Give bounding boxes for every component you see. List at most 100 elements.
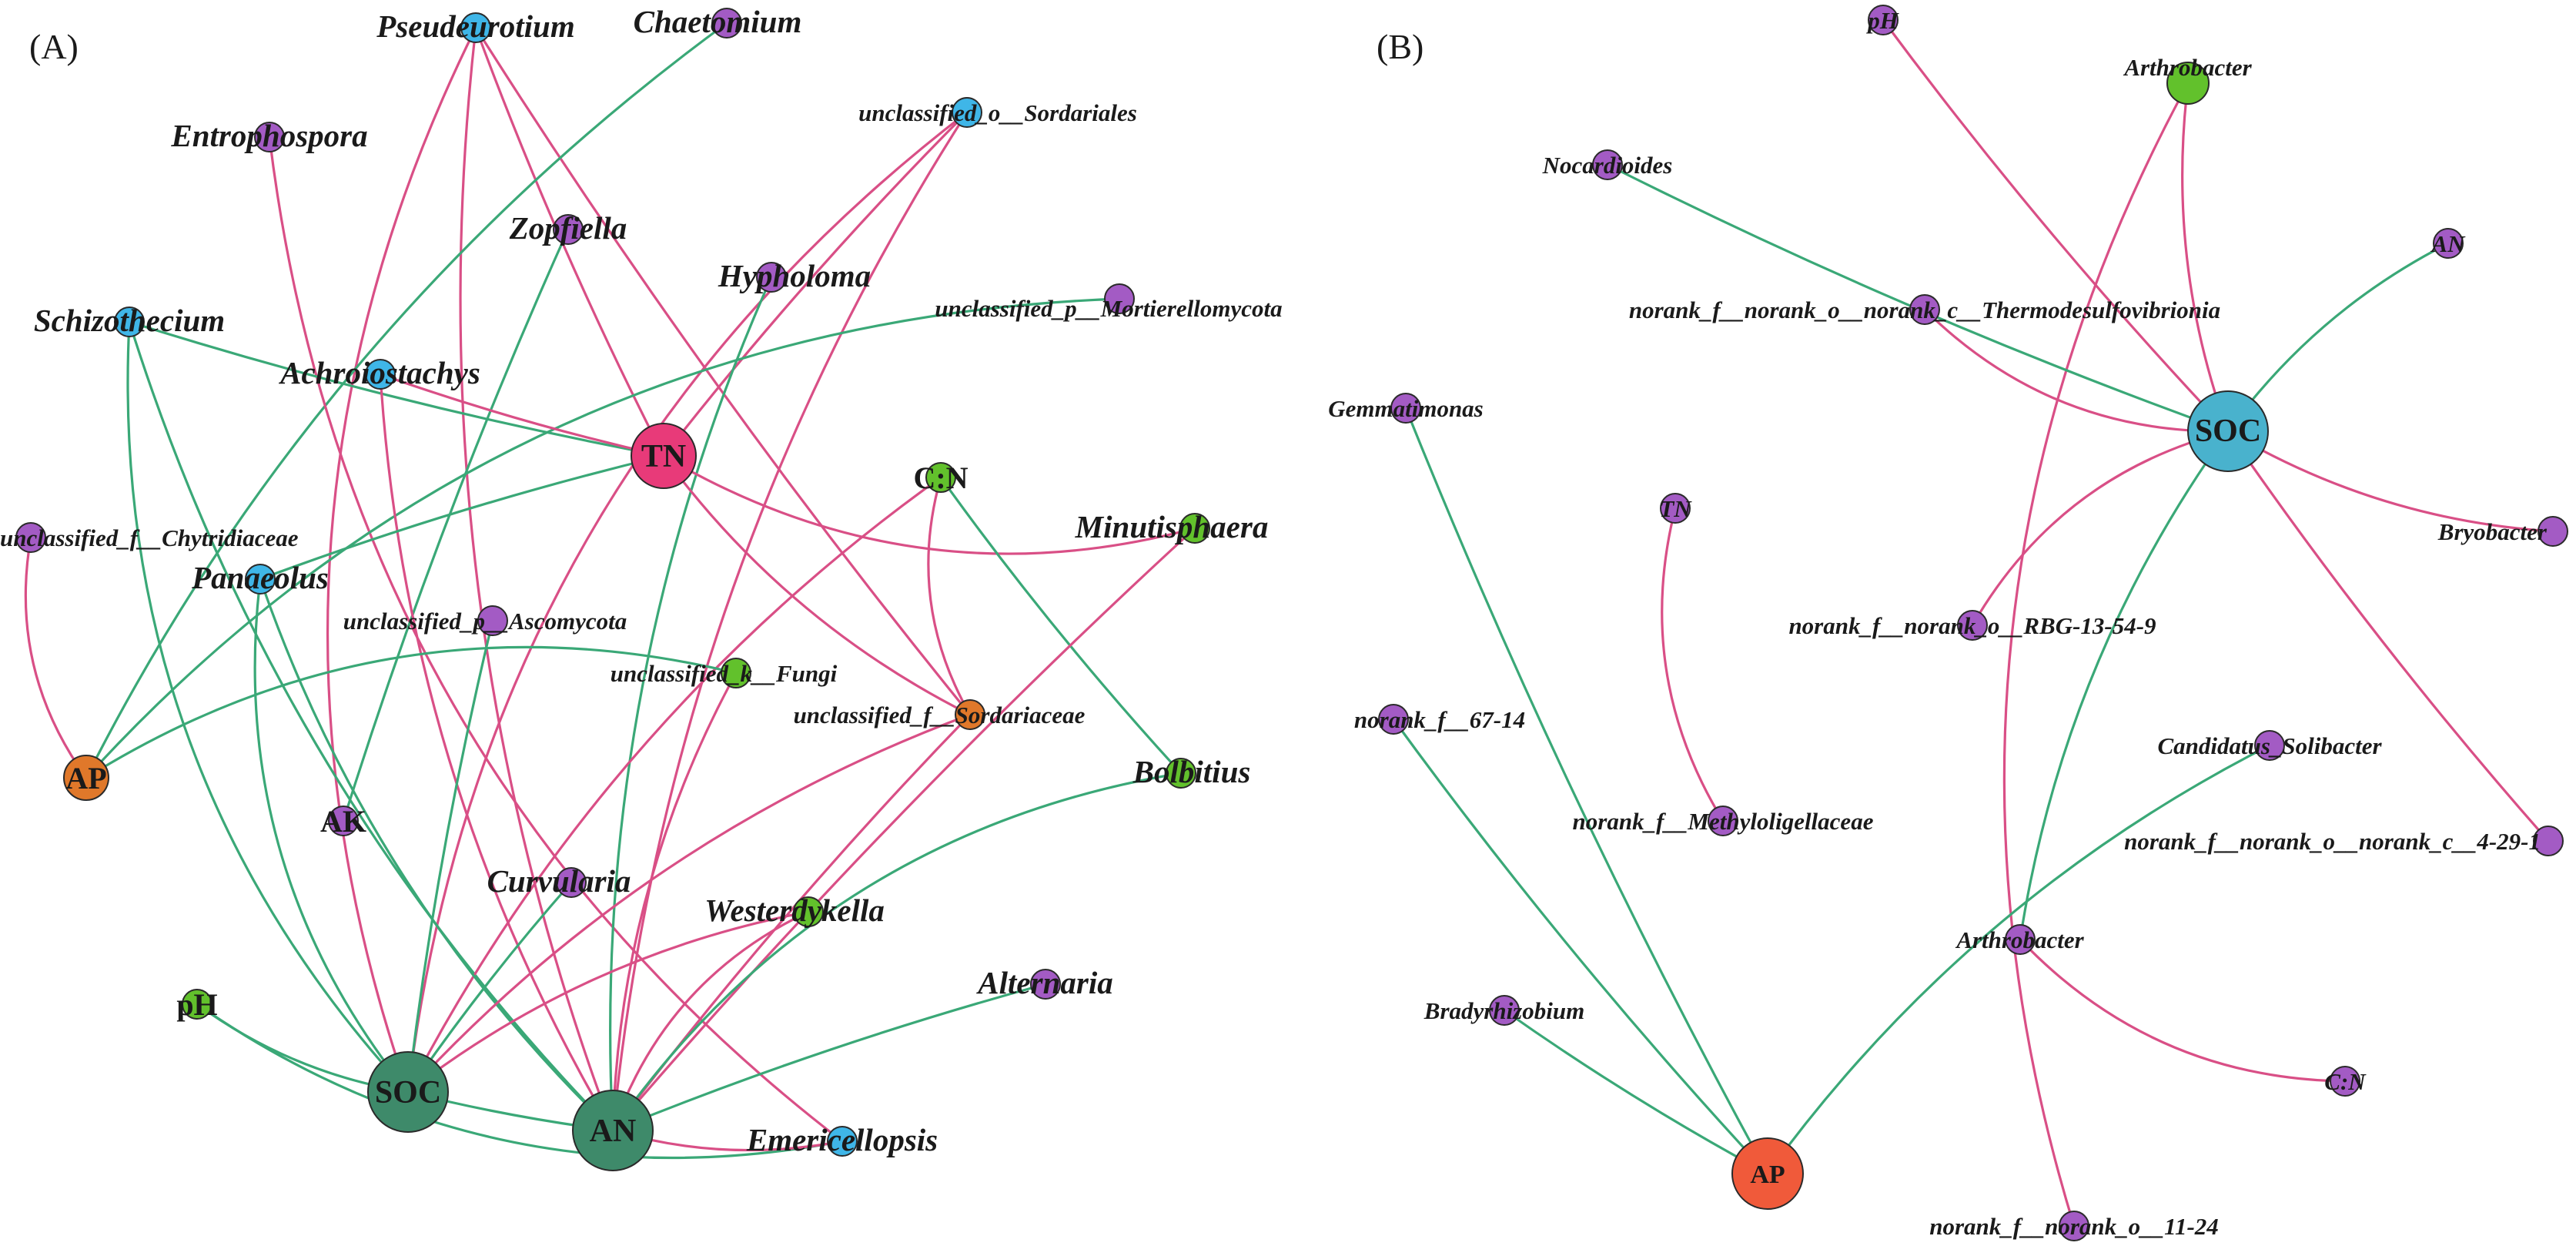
node-soc[interactable]: SOC [367,1051,449,1133]
node-entrophospora[interactable]: Entrophospora [170,118,367,153]
edge-tn-minutisphaera [663,454,1196,555]
edge-tn-panaeolus [259,454,664,581]
node-b_bradyrhizobium-circle [1489,995,1520,1026]
edge-ph-emericellopsis [196,1003,843,1160]
node-b_6714-circle [1378,704,1409,735]
edge-b_soc-b_4291 [2226,430,2550,842]
node-chytridiaceae-label: unclassified_f__Chytridiaceae [0,524,299,551]
node-sordariaceae[interactable]: unclassified_f__Sordariaceae [794,699,1086,730]
node-ascomycota-label: unclassified_p__Ascomycota [343,608,627,635]
node-mortierellomycota-circle [1104,283,1135,314]
node-b_arthro2-circle [2005,924,2036,955]
node-b_1124[interactable]: norank_f__norank_o__11-24 [1929,1211,2219,1241]
edge-pseudeurotium-tn [474,27,665,457]
node-schizothecium[interactable]: Schizothecium [34,303,225,338]
node-b_an[interactable]: AN [2430,228,2466,259]
node-b_rbg[interactable]: norank_f__norank_o__RBG-13-54-9 [1788,610,2156,641]
node-pseudeurotium[interactable]: Pseudeurotium [376,8,574,44]
node-sordariales-circle [952,97,982,128]
node-fungi[interactable]: unclassified_k__Fungi [611,658,838,688]
node-b_solibacter[interactable]: Candidatus_Solibacter [2157,730,2382,761]
node-emericellopsis[interactable]: Emericellopsis [746,1122,938,1157]
node-b_6714[interactable]: norank_f__67-14 [1354,704,1525,735]
node-hypholoma[interactable]: Hypholoma [718,258,871,293]
node-b_cn[interactable]: C:N [2324,1066,2367,1097]
node-b_ap[interactable]: AP [1731,1137,1804,1210]
node-b_4291[interactable]: norank_f__norank_o__norank_c__4-29-1 [2124,826,2564,856]
node-bolbitius[interactable]: Bolbitius [1132,754,1251,789]
node-panaeolus[interactable]: Panaeolus [191,560,329,595]
node-chytridiaceae[interactable]: unclassified_f__Chytridiaceae [0,522,299,553]
node-b_nocardioides-label: Nocardioides [1542,152,1673,179]
panel-b-nodes: pHArthrobacterNocardioidesANnorank_f__no… [1328,5,2568,1241]
node-pseudeurotium-circle [460,12,491,43]
node-tn[interactable]: TN [631,423,697,489]
node-zopfiella-label: Zopfiella [509,210,627,246]
node-fungi-circle [721,658,751,688]
node-b_6714-label: norank_f__67-14 [1354,706,1525,733]
node-chytridiaceae-circle [15,522,46,553]
node-westerdykella[interactable]: Westerdykella [704,893,885,928]
node-b_cn-label: C:N [2324,1068,2367,1095]
node-curvularia[interactable]: Curvularia [487,863,631,899]
node-achroiostachys-circle [365,359,396,390]
edge-achroiostachys-tn [380,373,664,457]
panel-b-network: pHArthrobacterNocardioidesANnorank_f__no… [1328,5,2568,1241]
node-ak[interactable]: AK [320,804,366,839]
node-zopfiella[interactable]: Zopfiella [509,210,627,246]
node-b_thermo-label: norank_f__norank_o__norank_c__Thermodesu… [1629,296,2220,323]
node-b_thermo[interactable]: norank_f__norank_o__norank_c__Thermodesu… [1629,294,2220,325]
node-curvularia-circle [556,867,587,898]
edge-b_arthro1-b_soc [2181,82,2230,432]
edge-westerdykella-an [611,910,809,1131]
node-achroiostachys[interactable]: Achroiostachys [278,355,480,390]
node-an[interactable]: AN [572,1090,654,1171]
edge-achroiostachys-an [379,373,614,1131]
node-ascomycota[interactable]: unclassified_p__Ascomycota [343,605,627,636]
node-b_gemmatimonas[interactable]: Gemmatimonas [1328,393,1484,424]
node-alternaria-label: Alternaria [975,965,1112,1000]
node-ph-label: pH [176,987,217,1022]
edge-chytridiaceae-ap [24,537,88,779]
node-ph[interactable]: pH [176,987,217,1022]
node-sordariales[interactable]: unclassified_o__Sordariales [858,97,1137,128]
node-b_an-circle [2433,228,2464,259]
node-entrophospora-label: Entrophospora [170,118,367,153]
node-alternaria-circle [1030,969,1061,1000]
node-mortierellomycota[interactable]: unclassified_p__Mortierellomycota [935,283,1283,322]
node-b_rbg-circle [1957,610,1988,641]
node-b_rbg-label: norank_f__norank_o__RBG-13-54-9 [1788,612,2156,639]
node-b_methylo[interactable]: norank_f__Methyloligellaceae [1573,806,1874,836]
edge-b_gemmatimonas-b_ap [1404,407,1769,1174]
node-ap-circle [63,755,109,801]
edge-panaeolus-an [259,578,614,1132]
node-b_bryobacter[interactable]: Bryobacter [2437,516,2568,547]
panel-a-label: (A) [29,27,79,66]
node-cn[interactable]: C:N [913,461,968,495]
node-b_ph[interactable]: pH [1865,5,1899,35]
edge-b_arthro1-b_1124 [2002,82,2190,1227]
node-b_soc[interactable]: SOC [2187,390,2269,472]
node-an-circle [572,1090,654,1171]
node-chaetomium[interactable]: Chaetomium [634,4,802,39]
node-ap[interactable]: AP [63,755,109,801]
edge-chaetomium-ap [85,22,728,779]
edge-b_soc-b_arthro2 [2019,430,2230,940]
node-soc-circle [367,1051,449,1133]
node-zopfiella-circle [553,214,584,245]
node-hypholoma-label: Hypholoma [718,258,871,293]
node-b_nocardioides[interactable]: Nocardioides [1542,149,1673,180]
node-b_4291-label: norank_f__norank_o__norank_c__4-29-1 [2124,828,2541,855]
node-b_arthro1[interactable]: Arthrobacter [2123,54,2253,105]
node-b_arthro2[interactable]: Arthrobacter [1955,924,2085,955]
node-minutisphaera[interactable]: Minutisphaera [1075,509,1269,544]
edge-westerdykella-soc [407,910,809,1094]
node-b_tn[interactable]: TN [1659,493,1692,524]
node-alternaria[interactable]: Alternaria [975,965,1112,1000]
node-b_bradyrhizobium[interactable]: Bradyrhizobium [1423,995,1584,1026]
edge-cn-soc [406,476,942,1093]
edge-fungi-ap [85,645,737,779]
node-b_bryobacter-label: Bryobacter [2437,518,2548,545]
node-b_cn-circle [2330,1066,2360,1097]
